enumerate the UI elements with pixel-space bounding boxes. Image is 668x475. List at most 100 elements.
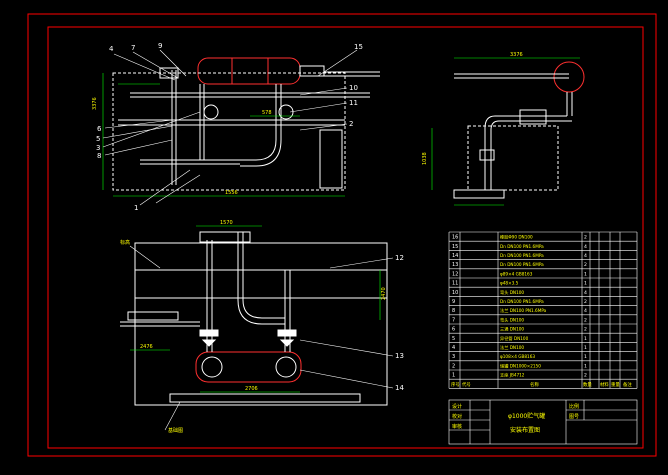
side-view (453, 61, 585, 199)
plan-callouts: 4 7 9 15 6 5 3 8 10 11 2 1 (96, 42, 363, 212)
dim-label: 1038 (422, 152, 428, 165)
callout-label: 3 (96, 144, 100, 152)
table-row-desc: 法兰 DN100 (500, 344, 524, 351)
parts-table-grid (448, 231, 638, 389)
table-header-no: 序号 (451, 381, 460, 388)
callout-label: 8 (97, 152, 101, 160)
table-row-qty: 2 (584, 262, 587, 268)
table-row-number: 2 (452, 363, 455, 369)
table-header-qty: 数量 (583, 381, 592, 388)
table-row-number: 5 (452, 336, 455, 342)
plan-view (112, 57, 380, 191)
tank-body-elevation (195, 351, 302, 383)
tank-circle-side (553, 61, 585, 93)
callout-label: 10 (349, 84, 358, 92)
inner-frame (47, 26, 644, 449)
dim-label: 2706 (245, 386, 258, 392)
dim-label: 1556 (225, 190, 238, 196)
table-row-number: 9 (452, 299, 455, 305)
table-row-number: 14 (452, 253, 458, 259)
callout-label: 1 (134, 204, 138, 212)
table-row-number: 6 (452, 327, 455, 333)
callout-label: 13 (395, 352, 404, 360)
dim-label: 1570 (220, 220, 233, 226)
plan-dimensions (102, 73, 345, 197)
dim-label: 2476 (140, 344, 153, 350)
table-row-desc: 法兰 DN100 PN1.6MPa (500, 307, 547, 314)
callout-label: 4 (109, 45, 114, 53)
table-row-desc: 弯头 DN100 (500, 289, 524, 296)
tank-body-top (197, 57, 301, 85)
table-row-qty: 1 (584, 281, 587, 287)
elevation-leaders (129, 245, 394, 431)
outer-frame (27, 13, 657, 457)
elevation-dimensions (130, 225, 381, 393)
title-block-label: 校对 (452, 413, 462, 420)
table-row-qty: 1 (584, 363, 587, 369)
table-row-desc: Dn DN100 PN1.6MPa (500, 299, 544, 304)
table-header-note: 备注 (623, 381, 632, 388)
elevation-frame (134, 242, 388, 406)
table-row-number: 7 (452, 317, 455, 323)
callout-label: 11 (349, 99, 358, 107)
callout-label: 2 (349, 120, 353, 128)
flange-circle (278, 104, 294, 120)
table-header-material: 材料 (600, 381, 609, 388)
callout-label: 7 (131, 44, 135, 52)
table-row-qty: 1 (584, 336, 587, 342)
table-row-number: 16 (452, 235, 458, 241)
callout-label: 5 (96, 135, 100, 143)
title-block-right-label: 图号 (569, 414, 579, 420)
flange-circle (203, 104, 219, 120)
table-row-number: 15 (452, 244, 458, 250)
table-row-qty: 4 (584, 253, 587, 259)
dim-label: 2470 (381, 287, 387, 300)
callout-label: 14 (395, 384, 404, 392)
table-row-desc: 弯头 DN100 (500, 316, 524, 323)
table-row-number: 1 (452, 373, 455, 379)
callout-label: 15 (354, 43, 363, 51)
plan-leaders (102, 49, 358, 206)
table-row-desc: Dn DN100 PN1.6MPa (500, 253, 544, 258)
drawing-subtitle: 安装布置图 (510, 426, 540, 434)
table-row-number: 12 (452, 271, 458, 277)
table-row-qty: 1 (584, 354, 587, 360)
callout-label: 6 (97, 125, 102, 133)
table-row-desc: Dn DN100 PN1.6MPa (500, 244, 544, 249)
title-block-label: 审核 (452, 423, 462, 430)
dim-label: 3376 (92, 97, 98, 110)
table-row-desc: φ108×4 GB8163 (500, 354, 535, 359)
foundation-outline (112, 72, 346, 191)
table-row-qty: 2 (584, 327, 587, 333)
table-row-desc: 异径管 DN100 (500, 335, 529, 342)
dim-label: 578 (262, 110, 272, 116)
table-row-desc: 储罐 DN1000×2150 (500, 362, 541, 369)
table-row-desc: φ89×4 GB8163 (500, 271, 533, 276)
title-block-text: 设计 校对 审核 φ1000贮气罐 安装布置图 比例 图号 (452, 403, 579, 434)
table-row-qty: 1 (584, 345, 587, 351)
table-row-number: 13 (452, 262, 458, 268)
side-foundation (467, 125, 559, 191)
drawing-title: φ1000贮气罐 (508, 412, 545, 420)
table-row-qty: 1 (584, 271, 587, 277)
elevation-callouts: 12 13 14 (395, 254, 404, 392)
table-row-qty: 4 (584, 290, 587, 296)
annotation-note: 基础图 (168, 427, 183, 434)
table-header-code: 代号 (462, 381, 471, 388)
table-row-number: 8 (452, 308, 455, 314)
table-row-desc: 支座 JB4712 (500, 372, 525, 379)
table-row-number: 10 (452, 290, 458, 296)
table-row-qty: 2 (584, 373, 587, 379)
side-dimensions (431, 57, 580, 206)
table-row-desc: 三通 DN100 (500, 326, 524, 333)
callout-label: 12 (395, 254, 404, 262)
elevation-view (120, 231, 388, 406)
annotation-note: 标高 (120, 239, 130, 246)
table-row-qty: 2 (584, 299, 587, 305)
title-block (448, 399, 638, 445)
title-block-label: 设计 (452, 403, 462, 410)
dim-label: 3376 (510, 52, 523, 58)
